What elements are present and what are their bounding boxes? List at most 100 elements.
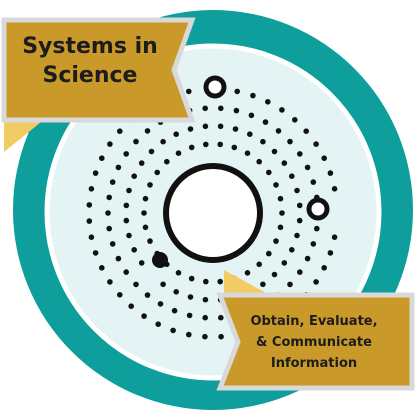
subtitle-banner	[216, 270, 415, 391]
orbit-dot	[296, 202, 303, 209]
title-banner	[1, 17, 196, 152]
orbit-dot	[138, 260, 145, 266]
orbit-dot	[217, 123, 224, 130]
orbit-dot	[173, 289, 179, 295]
orbit-dot	[128, 303, 134, 310]
orbit-dot	[88, 234, 95, 240]
orbit-dot	[107, 279, 113, 285]
orbit-dot	[188, 144, 195, 151]
orbit-dot	[126, 187, 132, 194]
orbit-dot	[296, 217, 303, 224]
orbit-dot	[265, 99, 271, 105]
orbit-dot	[313, 279, 319, 285]
orbit-dot	[144, 128, 151, 134]
orbit-dot	[187, 294, 194, 300]
orbit-dot	[202, 333, 208, 340]
orbit-dot	[248, 112, 255, 119]
orbit-dot	[115, 255, 122, 262]
orbit-dot	[92, 250, 99, 256]
orbit-dot	[294, 232, 300, 239]
electron-right	[306, 197, 330, 221]
orbit-dot	[314, 225, 320, 232]
atom-orbit-icon	[86, 75, 338, 340]
orbit-dot	[273, 238, 279, 244]
orbit-dot	[217, 278, 223, 285]
orbit-dot	[186, 331, 192, 338]
orbit-dot	[123, 202, 130, 209]
orbit-dot	[154, 169, 160, 176]
orbit-dot	[233, 107, 240, 114]
orbit-dot	[310, 179, 317, 185]
orbit-dot	[279, 107, 285, 113]
orbit-dot	[109, 179, 116, 185]
orbit-dot	[171, 307, 178, 314]
orbit-dot	[260, 138, 266, 145]
orbit-dot	[203, 278, 209, 285]
orbit-dot	[133, 281, 139, 288]
orbit-dot	[294, 187, 300, 194]
orbit-dot	[92, 170, 99, 176]
orbit-dot	[271, 271, 278, 278]
orbit-dot	[86, 202, 93, 208]
orbit-dot	[231, 144, 238, 151]
orbit-dot	[141, 313, 147, 319]
orbit-dot	[232, 126, 239, 132]
orbit-dot	[106, 225, 112, 232]
orbit-dot	[157, 301, 164, 307]
orbit-dot	[277, 224, 284, 231]
orbit-dot	[321, 155, 328, 161]
orbit-dot	[109, 241, 116, 247]
title-banner-fold	[4, 118, 46, 152]
subtitle-banner-body	[216, 292, 415, 391]
orbit-dot	[244, 270, 251, 276]
badge-title-line-1: Systems in	[22, 34, 158, 59]
orbit-dot	[218, 105, 224, 112]
badge-subtitle-line-3: Information	[270, 356, 358, 371]
orbit-dot	[202, 314, 208, 321]
orbit-dot	[297, 269, 303, 275]
orbit-dot	[262, 119, 269, 125]
orbit-dot	[160, 281, 166, 288]
orbit-dot	[279, 210, 285, 216]
orbit-dot	[331, 234, 338, 240]
orbit-dot	[327, 250, 334, 256]
orbit-dot	[271, 148, 278, 155]
title-banner-body	[1, 17, 196, 123]
orbit-dot	[310, 241, 317, 247]
orbit-dot	[202, 123, 209, 130]
orbit-dot	[105, 210, 111, 216]
subtitle-banner-fold	[224, 270, 268, 294]
orbit-dot	[138, 160, 145, 166]
orbit-dot	[175, 270, 182, 276]
orbit-dot	[247, 131, 253, 137]
badge-title-line-2: Science	[42, 63, 138, 88]
orbit-dot	[256, 261, 263, 268]
orbit-dot	[86, 218, 93, 224]
orbit-dot	[141, 210, 147, 216]
orbit-dot	[170, 327, 176, 334]
orbit-dot	[218, 314, 224, 321]
orbit-dot	[202, 105, 208, 112]
orbit-dot	[160, 138, 166, 145]
orbit-dot	[148, 148, 155, 155]
orbit-dot	[277, 195, 284, 202]
orbit-dot	[202, 296, 209, 303]
orbit-dot	[266, 169, 272, 176]
orbit-dot	[321, 265, 328, 271]
orbit-dot	[186, 88, 192, 95]
orbit-dot	[313, 141, 319, 147]
orbit-dot	[327, 170, 334, 176]
orbit-dot	[106, 194, 112, 201]
orbit-dot	[117, 128, 123, 134]
orbit-dot	[266, 250, 272, 257]
orbit-dot	[281, 160, 288, 166]
nucleus-ring	[163, 163, 263, 263]
orbit-dot	[88, 186, 95, 192]
badge-subtitle: Obtain, Evaluate, & Communicate Informat…	[238, 311, 390, 374]
orbit-dot	[123, 151, 129, 157]
orbit-dot	[287, 138, 293, 145]
orbit-dot	[234, 88, 240, 95]
orbit-dot	[142, 195, 149, 202]
badge-subtitle-line-1: Obtain, Evaluate,	[250, 314, 378, 329]
